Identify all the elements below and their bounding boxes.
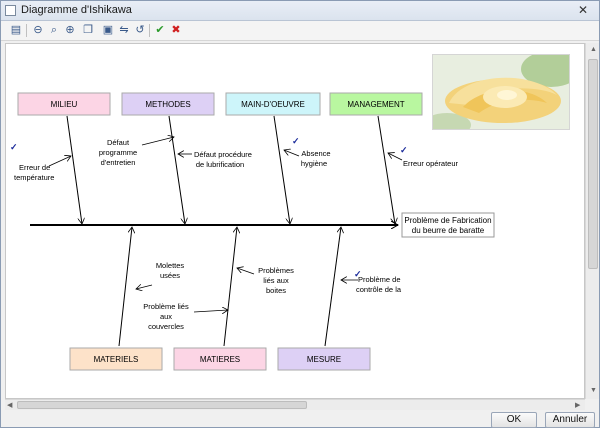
category-materiels[interactable]: MATERIELS — [69, 347, 163, 371]
cancel-button[interactable]: Annuler — [545, 412, 595, 428]
svg-text:programme: programme — [99, 148, 137, 157]
bone-milieu — [66, 115, 82, 224]
toolbar-separator — [149, 24, 150, 37]
category-label: MAIN-D'OEUVRE — [241, 100, 305, 109]
toolbar: ▤ ⊖ ⌕ ⊕ ❐ ▣ ⇋ ↺ ✔ ✖ — [1, 21, 599, 41]
svg-text:Défaut procédure: Défaut procédure — [194, 150, 252, 159]
category-label: MESURE — [307, 355, 341, 364]
category-matieres[interactable]: MATIERES — [173, 347, 267, 371]
validate-icon[interactable]: ✔ — [155, 24, 165, 36]
svg-text:température: température — [14, 173, 54, 182]
check-icon: ✓ — [400, 145, 408, 155]
cause-methodes-1[interactable]: Défaut programme d'entretien — [99, 138, 137, 167]
zoom-in-icon[interactable]: ⊕ — [65, 24, 75, 36]
scroll-right-icon[interactable]: ▶ — [575, 402, 581, 409]
zoom-out-icon[interactable]: ⊖ — [33, 24, 43, 36]
cause-methodes-2[interactable]: Défaut procédure de lubrification — [194, 150, 252, 169]
svg-text:d'entretien: d'entretien — [101, 158, 136, 167]
bone-main-oeuvre — [273, 115, 290, 224]
vertical-scroll-thumb[interactable] — [588, 59, 598, 269]
cause-arrow-materiels — [136, 285, 153, 289]
category-management[interactable]: MANAGEMENT — [329, 92, 423, 116]
svg-text:Erreur de: Erreur de — [19, 163, 50, 172]
svg-text:Défaut: Défaut — [107, 138, 130, 147]
check-icon: ✓ — [354, 269, 362, 279]
category-main-oeuvre[interactable]: MAIN-D'OEUVRE — [225, 92, 321, 116]
ishikawa-diagram: Problème de Fabrication du beurre de bar… — [10, 92, 495, 371]
cause-arrow-matieres-2 — [193, 310, 228, 312]
svg-text:boites: boites — [266, 286, 286, 295]
check-icon: ✓ — [10, 142, 18, 152]
category-label: MATIERES — [200, 355, 240, 364]
horizontal-scroll-thumb[interactable] — [17, 401, 307, 409]
effect-box[interactable]: Problème de Fabrication du beurre de bar… — [401, 212, 495, 238]
svg-text:Erreur opérateur: Erreur opérateur — [403, 159, 459, 168]
app-icon — [5, 5, 16, 16]
delete-icon[interactable]: ✖ — [171, 24, 181, 36]
svg-text:Molettes: Molettes — [156, 261, 185, 270]
category-label: METHODES — [145, 100, 190, 109]
toolbar-separator — [26, 24, 27, 37]
cause-arrow-milieu — [48, 156, 71, 167]
svg-text:aux: aux — [160, 312, 172, 321]
cause-milieu[interactable]: Erreur de température — [14, 163, 54, 182]
bone-management — [377, 115, 395, 224]
svg-text:couvercles: couvercles — [148, 322, 184, 331]
category-methodes[interactable]: METHODES — [121, 92, 215, 116]
horizontal-scrollbar[interactable]: ◀ ▶ — [5, 399, 585, 410]
svg-text:Problème de: Problème de — [358, 275, 401, 284]
cause-arrow-main-oeuvre — [284, 150, 300, 157]
category-label: MATERIELS — [94, 355, 139, 364]
cause-arrow-management — [388, 153, 403, 161]
zoom-fit-icon[interactable]: ⌕ — [50, 24, 58, 36]
title-bar: Diagramme d'Ishikawa ✕ — [1, 1, 599, 21]
category-label: MANAGEMENT — [347, 100, 404, 109]
cause-materiels[interactable]: Molettes usées — [156, 261, 185, 280]
svg-text:Problème liés: Problème liés — [143, 302, 189, 311]
image-icon[interactable]: ▣ — [102, 24, 114, 36]
cause-matieres-2[interactable]: Problème liés aux couvercles — [143, 302, 189, 331]
svg-text:hygiène: hygiène — [301, 159, 327, 168]
category-milieu[interactable]: MILIEU — [17, 92, 111, 116]
cause-main-oeuvre[interactable]: Absence hygiène — [301, 149, 331, 168]
svg-text:de lubrification: de lubrification — [196, 160, 244, 169]
cause-arrow-methodes-1 — [141, 137, 174, 146]
category-mesure[interactable]: MESURE — [277, 347, 371, 371]
copy-icon[interactable]: ❐ — [83, 24, 93, 36]
flip-icon[interactable]: ⇋ — [119, 24, 129, 36]
bone-mesure — [324, 227, 341, 347]
scroll-left-icon[interactable]: ◀ — [7, 402, 13, 409]
cause-management[interactable]: Erreur opérateur — [403, 159, 459, 168]
properties-icon[interactable]: ▤ — [10, 24, 22, 36]
butter-image — [432, 54, 570, 130]
scroll-down-icon[interactable]: ▼ — [590, 387, 597, 394]
effect-line-2: du beurre de baratte — [412, 226, 485, 235]
vertical-scrollbar[interactable]: ▲ ▼ — [585, 43, 599, 399]
cause-matieres-1[interactable]: Problèmes liés aux boites — [258, 266, 294, 295]
butter-curl-icon — [433, 55, 569, 129]
ok-button[interactable]: OK — [491, 412, 537, 428]
svg-text:usées: usées — [160, 271, 180, 280]
category-label: MILIEU — [51, 100, 78, 109]
scroll-up-icon[interactable]: ▲ — [590, 46, 597, 53]
svg-text:liés aux: liés aux — [263, 276, 289, 285]
window-title: Diagramme d'Ishikawa — [21, 4, 132, 16]
svg-text:contrôle de la: contrôle de la — [356, 285, 402, 294]
effect-line-1: Problème de Fabrication — [404, 216, 491, 225]
bone-matieres — [223, 227, 237, 347]
cause-mesure[interactable]: Problème de contrôle de la — [356, 275, 402, 294]
check-icon: ✓ — [292, 136, 300, 146]
bone-materiels — [118, 227, 132, 347]
rotate-icon[interactable]: ↺ — [135, 24, 145, 36]
cause-arrow-matieres-1 — [237, 268, 255, 275]
svg-text:Absence: Absence — [301, 149, 330, 158]
close-icon[interactable]: ✕ — [577, 3, 589, 17]
bone-methodes — [168, 115, 185, 224]
diagram-canvas: Problème de Fabrication du beurre de bar… — [5, 43, 585, 399]
svg-text:Problèmes: Problèmes — [258, 266, 294, 275]
